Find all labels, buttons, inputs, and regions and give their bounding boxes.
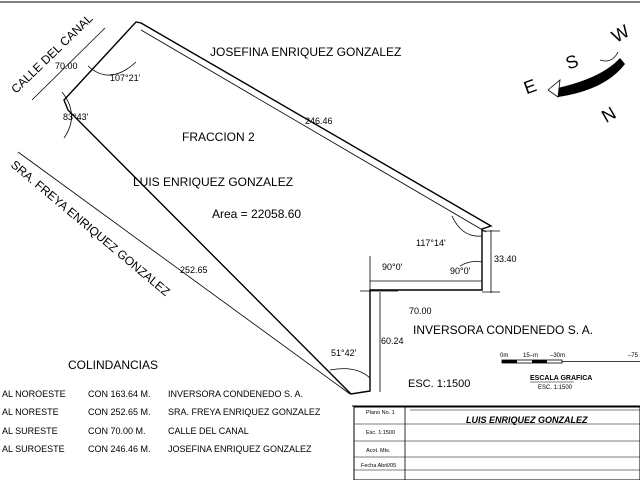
- angle-left: 83°43': [63, 112, 89, 122]
- colindancias-row: AL SUROESTE CON 246.46 M. JOSEFINA ENRIQ…: [2, 444, 312, 454]
- dim-top: 246.46: [305, 116, 333, 126]
- colindancias-row: AL SURESTE CON 70.00 M. CALLE DEL CANAL: [2, 426, 249, 436]
- angle-top-left: 107°21': [110, 73, 141, 83]
- scale-bar-sub: ESC. 1:1500: [538, 385, 573, 391]
- colindancias-row: AL NORESTE CON 252.65 M. SRA. FREYA ENRI…: [2, 407, 321, 417]
- scale-tick-15: 15–m: [523, 353, 538, 359]
- colindancia-name: CALLE DEL CANAL: [168, 426, 249, 436]
- angle-arcs: [61, 61, 483, 379]
- colindancia-name: SRA. FREYA ENRIQUEZ GONZALEZ: [168, 407, 321, 417]
- dim-east-upper: 33.40: [494, 254, 517, 264]
- compass-icon: E S W N: [521, 21, 633, 127]
- scale-bar-title: ESCALA GRAFICA: [530, 375, 592, 382]
- dim-canal: 70.00: [55, 61, 78, 71]
- scale-tick-75: –75: [628, 353, 639, 359]
- compass-s: S: [563, 51, 581, 74]
- scale-text: ESC. 1:1500: [408, 378, 470, 390]
- colindancia-name: INVERSORA CONDENEDO S. A.: [168, 389, 303, 399]
- dimension-lines: [17, 27, 500, 395]
- colindancia-len: CON 252.65 M.: [88, 407, 151, 417]
- fraction-label: FRACCION 2: [182, 130, 255, 144]
- plano-number: Plano No. 1: [366, 410, 395, 416]
- dim-step: 70.00: [409, 306, 432, 316]
- area-label: Area = 22058.60: [212, 207, 301, 221]
- colindancia-len: CON 70.00 M.: [88, 426, 146, 436]
- colindancia-name: JOSEFINA ENRIQUEZ GONZALEZ: [168, 444, 312, 454]
- canal-label: CALLE DEL CANAL: [8, 11, 95, 96]
- colindancia-dir: AL NOROESTE: [2, 389, 66, 399]
- compass-e: E: [521, 75, 539, 98]
- title-date: Fecha Abril/05: [361, 463, 396, 469]
- scale-tick-30: –30m: [550, 353, 565, 359]
- lot-boundary: [63, 21, 493, 395]
- colindancia-dir: AL NORESTE: [2, 407, 59, 417]
- compass-w: W: [608, 21, 633, 47]
- angle-top-right: 117°14': [416, 238, 446, 248]
- compass-n: N: [598, 103, 619, 127]
- colindancias-row: AL NOROESTE CON 163.64 M. INVERSORA COND…: [2, 389, 303, 399]
- owner-label: LUIS ENRIQUEZ GONZALEZ: [133, 175, 293, 189]
- colindancia-len: CON 246.46 M.: [88, 444, 151, 454]
- title-block: [353, 406, 640, 480]
- colindancia-dir: AL SUROESTE: [2, 444, 65, 454]
- graphic-scale: 0m 15–m –30m –75 ESCALA GRAFICA ESC. 1:1…: [500, 353, 640, 391]
- scale-tick-0: 0m: [500, 353, 508, 359]
- colindancia-len: CON 163.64 M.: [88, 389, 151, 399]
- colindancias-title: COLINDANCIAS: [68, 358, 158, 372]
- dim-east-lower: 60.24: [381, 336, 404, 346]
- plan-title: LUIS ENRIQUEZ GONZALEZ: [466, 415, 588, 425]
- angle-right-inner: 90°0': [450, 266, 471, 276]
- angle-bottom: 51°42': [331, 348, 357, 358]
- colindancia-dir: AL SURESTE: [2, 426, 58, 436]
- frame-lines: [0, 1, 640, 407]
- neighbor-north-label: JOSEFINA ENRIQUEZ GONZALEZ: [210, 45, 401, 59]
- angle-step: 90°0': [382, 262, 403, 272]
- title-units: Acot. Mts.: [366, 448, 391, 454]
- dim-west: 252.65: [180, 265, 208, 275]
- title-scale: Esc. 1:1500: [366, 430, 395, 436]
- southeast-neighbor-label: INVERSORA CONDENEDO S. A.: [413, 323, 593, 337]
